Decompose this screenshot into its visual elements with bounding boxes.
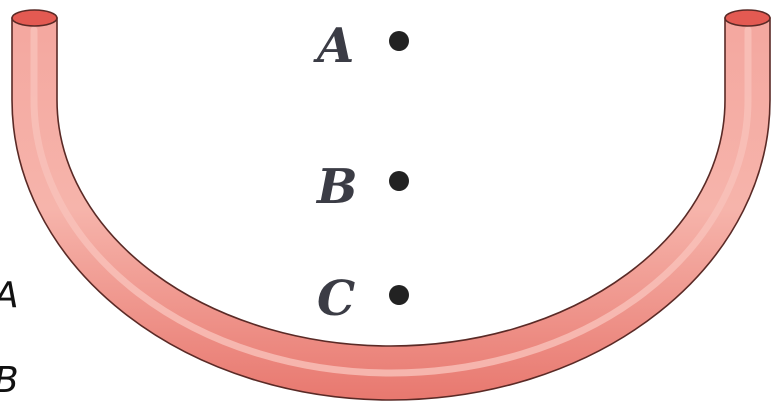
tube-highlight — [30, 26, 752, 377]
point-c: C — [317, 271, 409, 327]
point-c-dot — [389, 285, 409, 305]
point-b: B — [315, 159, 409, 215]
tube-body — [11, 17, 771, 401]
left-opening — [11, 9, 58, 27]
point-a-dot — [389, 31, 409, 51]
right-opening — [724, 9, 771, 27]
point-c-label: C — [317, 271, 355, 327]
point-b-label: B — [315, 159, 358, 215]
point-a-label: A — [313, 18, 354, 74]
side-label-b: B — [0, 360, 19, 401]
side-label-a: A — [0, 275, 19, 316]
point-a: A — [313, 18, 409, 74]
semicircular-tube — [11, 9, 771, 401]
point-b-dot — [389, 171, 409, 191]
